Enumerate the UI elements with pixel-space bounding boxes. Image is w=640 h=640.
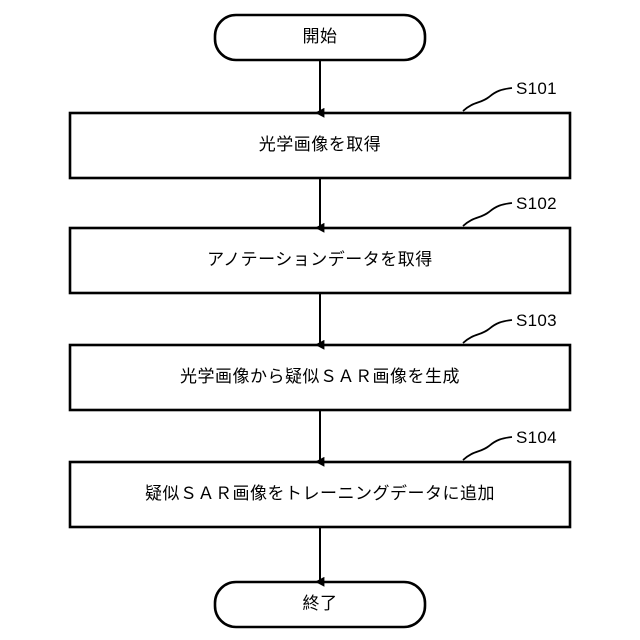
node-end-shape <box>213 580 427 629</box>
node-s103-shape <box>68 343 572 412</box>
leader-line-s104 <box>462 436 513 461</box>
step-label-s103: S103 <box>516 311 557 330</box>
leader-line-s102 <box>462 202 513 227</box>
node-s104-shape <box>68 460 572 529</box>
step-label-s104: S104 <box>516 428 557 447</box>
node-start-shape <box>213 13 427 62</box>
leader-line-s103 <box>462 319 513 344</box>
step-label-s102: S102 <box>516 194 557 213</box>
node-s101-shape <box>68 111 572 180</box>
leader-line-s101 <box>462 87 513 112</box>
node-s102-shape <box>68 226 572 295</box>
step-label-s101: S101 <box>516 79 557 98</box>
